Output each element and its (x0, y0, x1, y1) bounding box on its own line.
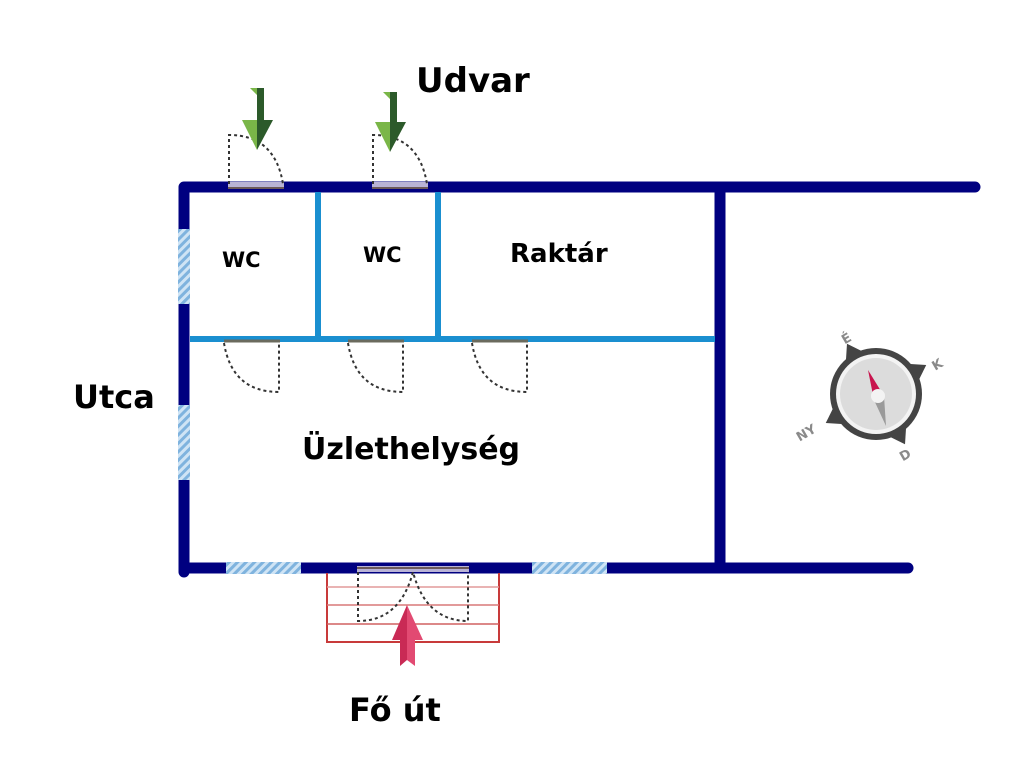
door-threshold (228, 182, 284, 188)
window-left-upper (178, 229, 190, 304)
main-entrance-door (357, 566, 469, 623)
courtyard-entry-arrow-1-icon (242, 88, 273, 150)
compass-south-label: D (897, 446, 914, 464)
room-label-wc1: WC (222, 248, 261, 272)
room-label-shop: Üzlethelység (302, 430, 520, 467)
door-threshold (372, 182, 428, 188)
window-bottom-left (226, 562, 301, 574)
compass-icon (825, 343, 927, 445)
main-road-label: Fő út (349, 691, 441, 729)
courtyard-door-1 (228, 133, 284, 189)
window-bottom-right (532, 562, 607, 574)
door-swing (228, 133, 284, 185)
compass-east-label: K (930, 356, 947, 374)
compass-west-label: NY (794, 422, 820, 445)
street-label: Utca (73, 378, 155, 416)
room-label-storage: Raktár (510, 239, 608, 269)
courtyard-door-2 (372, 133, 428, 189)
inner-door-storage (471, 339, 528, 394)
windows (178, 229, 607, 574)
room-label-wc2: WC (363, 243, 402, 267)
compass-north-label: É (839, 330, 855, 348)
inner-door-wc1 (223, 339, 280, 394)
inner-door-wc2 (347, 339, 404, 394)
window-left-lower (178, 405, 190, 480)
courtyard-label: Udvar (416, 61, 530, 101)
inner-walls (190, 192, 715, 342)
door-swing (372, 133, 428, 185)
courtyard-entry-arrow-2-icon (375, 92, 406, 152)
main-entry-arrow-icon (392, 605, 423, 666)
